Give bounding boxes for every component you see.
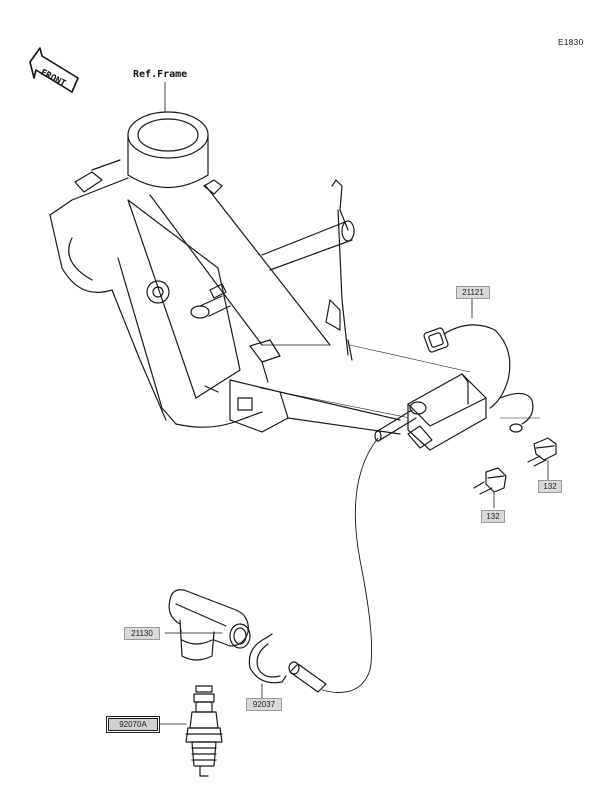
part-label-bolt-right[interactable]: 132	[538, 480, 562, 493]
ref-frame-label: Ref.Frame	[133, 69, 188, 80]
part-label-ignition-coil[interactable]: 21121	[456, 286, 490, 299]
part-label-clamp[interactable]: 92037	[246, 698, 282, 711]
part-label-spark-plug[interactable]: 92070A	[106, 716, 160, 733]
part-label-plug-cap[interactable]: 21130	[124, 627, 160, 640]
part-label-bolt-lower[interactable]: 132	[481, 510, 505, 523]
front-arrow-icon: FRONT	[29, 47, 79, 93]
bolt-lower-drawing	[473, 467, 507, 509]
lead-end-drawing	[288, 661, 327, 693]
reference-lines	[259, 344, 541, 421]
bolt-right-drawing	[527, 437, 557, 481]
diagram-id: E1830	[558, 38, 584, 47]
ignition-coil-drawing	[321, 324, 534, 693]
spark-plug-drawing	[159, 685, 223, 777]
clamp-drawing	[248, 633, 287, 699]
frame-drawing	[49, 111, 401, 435]
leader-lines	[164, 296, 473, 634]
plug-cap-drawing	[168, 589, 251, 661]
